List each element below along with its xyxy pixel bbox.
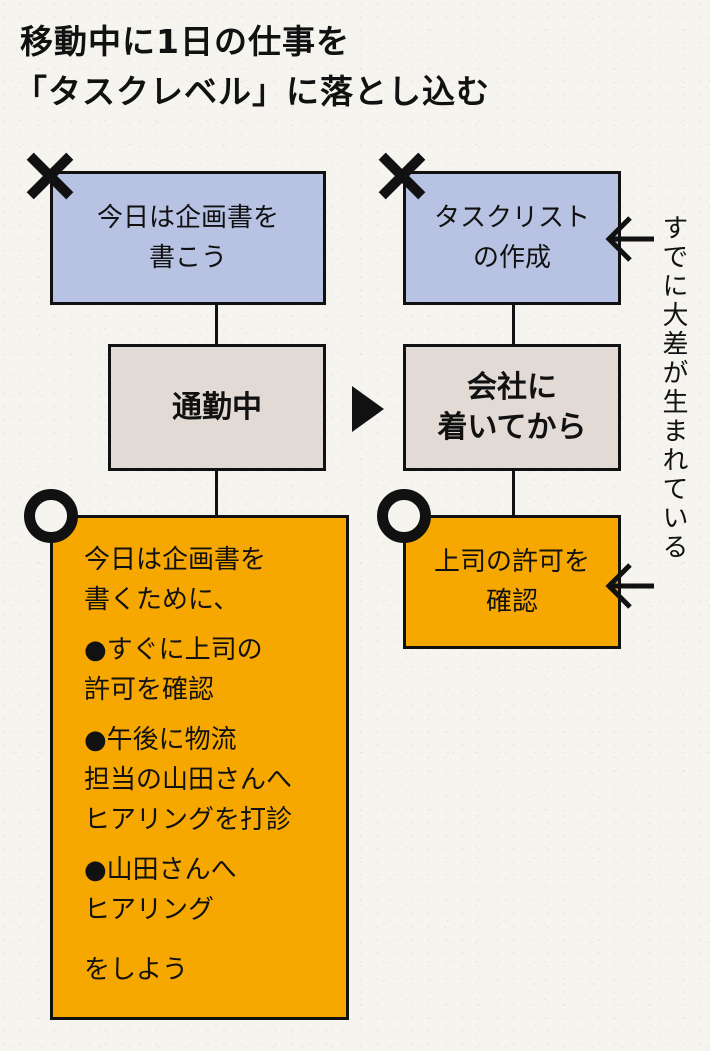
- circle-icon: [24, 489, 78, 543]
- bullet-3-line-1: ●山田さんへ: [84, 855, 237, 885]
- left-task-box: [50, 515, 349, 1020]
- connector-left-top: [215, 302, 218, 346]
- left-task-details: 今日は企画書を 書くために、 ●すぐに上司の 許可を確認 ●午後に物流 担当の山…: [84, 540, 334, 990]
- arrival-line-1: 会社に: [467, 369, 557, 405]
- bullet-1-line-1: ●すぐに上司の: [84, 635, 263, 665]
- bullet-2-line-2: 担当の山田さんへ: [84, 765, 293, 795]
- intro-line-2: 書くために、: [84, 585, 240, 615]
- title-line-2: 「タスクレベル」に落とし込む: [14, 72, 490, 111]
- right-task-line-2: 確認: [485, 587, 538, 617]
- right-plan-line-1: タスクリスト: [433, 203, 590, 233]
- closing-line: をしよう: [84, 955, 189, 985]
- bullet-1-line-2: 許可を確認: [84, 675, 215, 705]
- left-arrow-icon: [605, 563, 654, 609]
- bullet-3-line-2: ヒアリング: [84, 895, 215, 925]
- intro-line-1: 今日は企画書を: [84, 545, 267, 575]
- connector-right-bottom: [512, 468, 515, 517]
- side-note: すでに大差が生まれている: [658, 214, 688, 562]
- arrival-box: 会社に 着いてから: [403, 344, 621, 471]
- arrival-line-2: 着いてから: [437, 409, 587, 445]
- bullet-2-line-3: ヒアリングを打診: [84, 805, 293, 835]
- left-plan-line-2: 書こう: [148, 243, 227, 273]
- title-line-1: 移動中に1日の仕事を: [20, 22, 350, 61]
- connector-right-top: [512, 302, 515, 346]
- circle-icon: [377, 489, 431, 543]
- right-task-box: 上司の許可を 確認: [403, 515, 621, 649]
- left-plan-line-1: 今日は企画書を: [96, 203, 279, 233]
- right-task-line-1: 上司の許可を: [433, 547, 590, 577]
- commute-box: 通勤中: [108, 344, 326, 471]
- connector-left-bottom: [215, 468, 218, 517]
- cross-icon: [376, 150, 428, 202]
- cross-icon: [24, 150, 76, 202]
- right-plan-box: タスクリスト の作成: [403, 171, 621, 305]
- right-triangle-icon: [352, 386, 384, 432]
- bullet-2-line-1: ●午後に物流: [84, 725, 237, 755]
- left-plan-box: 今日は企画書を 書こう: [50, 171, 326, 305]
- right-plan-line-2: の作成: [472, 243, 551, 273]
- commute-label: 通勤中: [172, 389, 262, 425]
- left-arrow-icon: [605, 216, 654, 262]
